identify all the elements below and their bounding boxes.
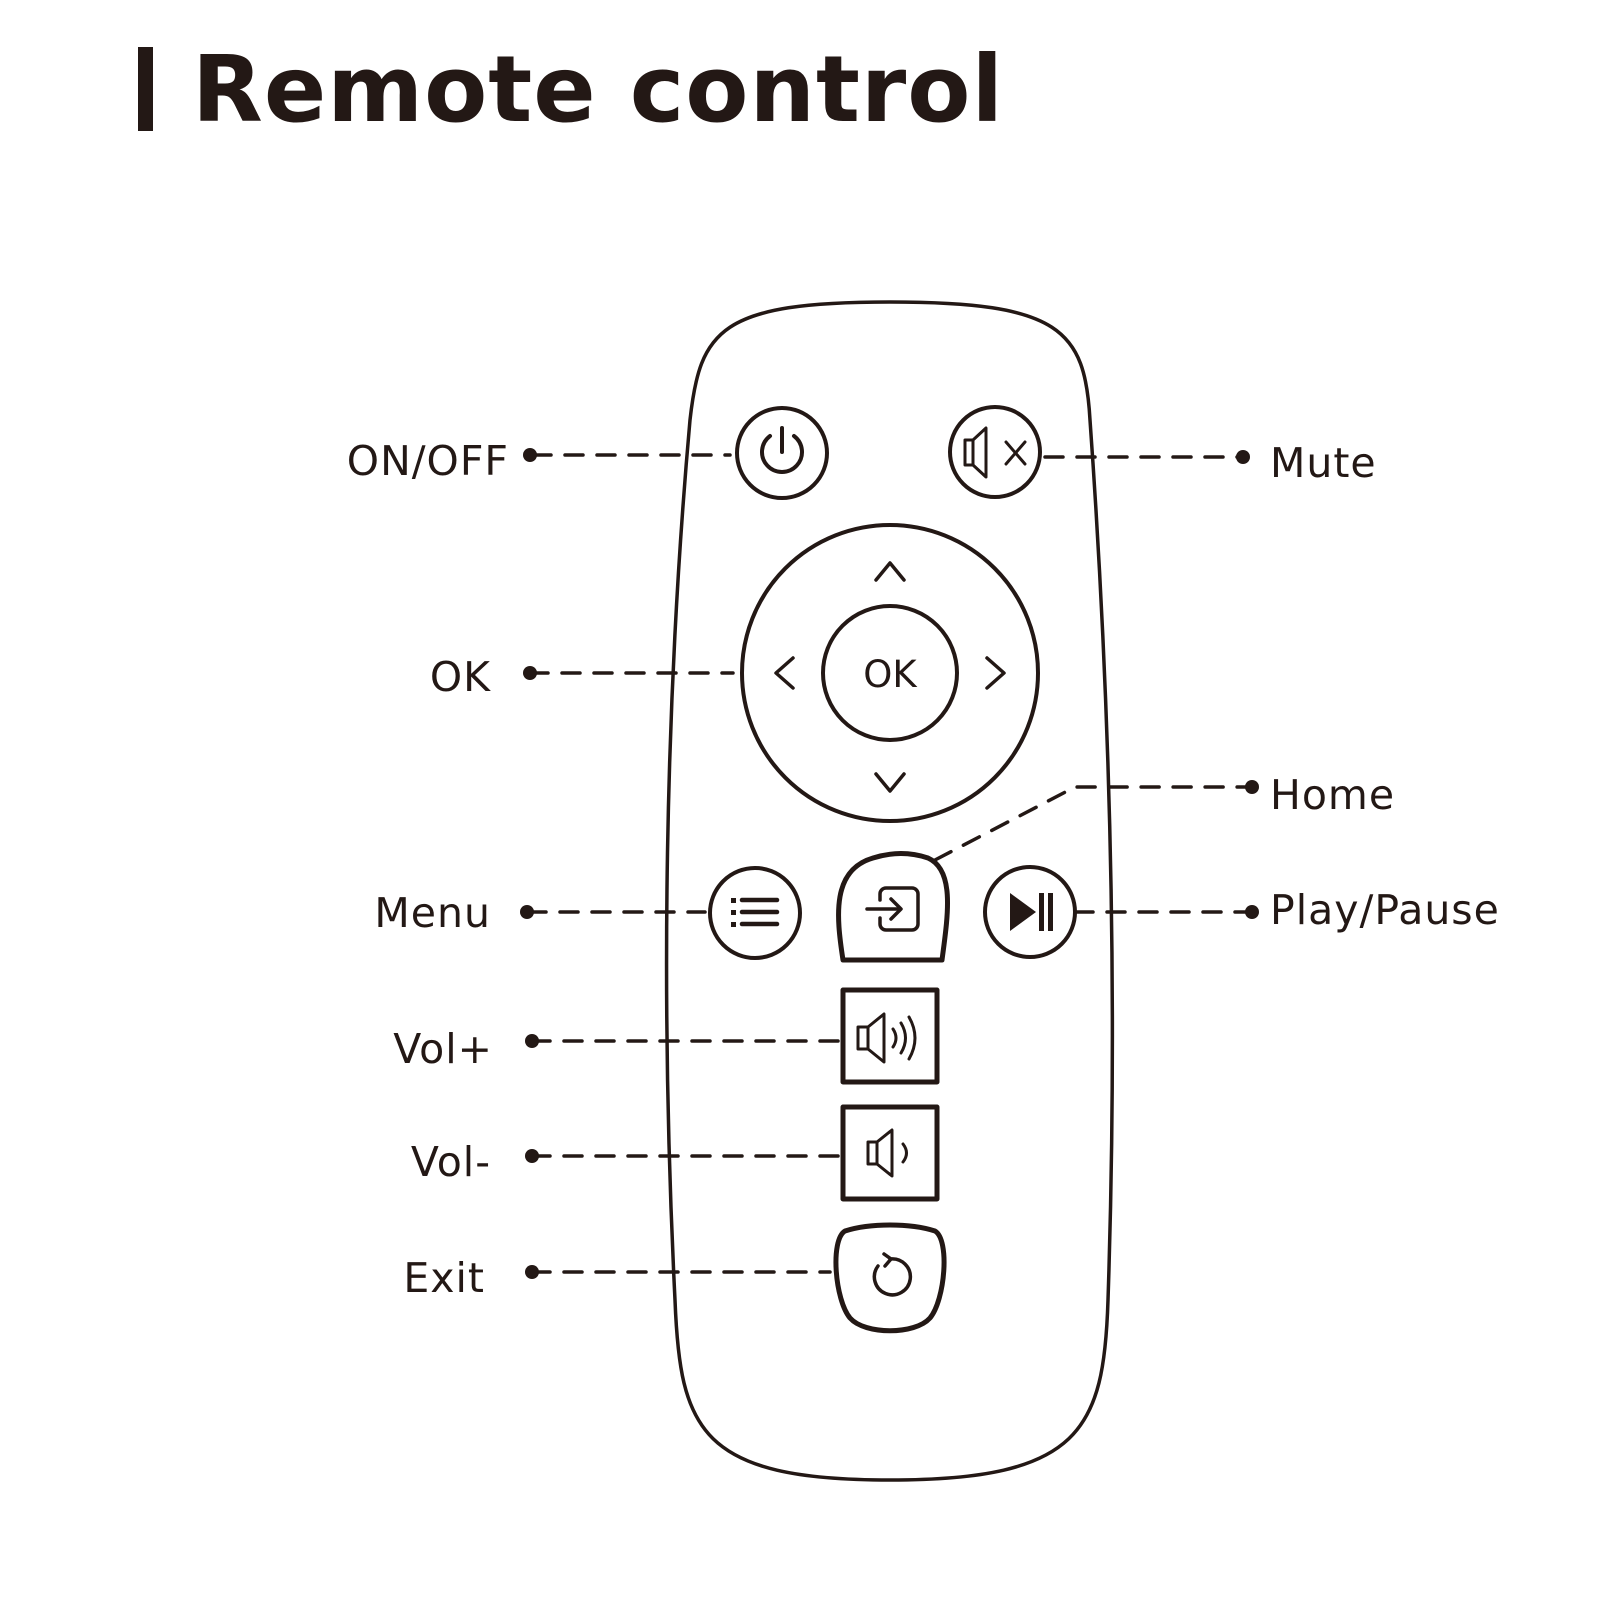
callout-dot-vol-down — [525, 1149, 539, 1163]
label-vol-down: Vol- — [410, 1138, 491, 1186]
input-source-icon — [865, 886, 920, 932]
label-mute: Mute — [1270, 439, 1377, 487]
list-icon — [731, 897, 780, 927]
callout-dot-menu — [520, 905, 534, 919]
power-button[interactable] — [735, 406, 829, 500]
play-pause-icon — [1010, 893, 1053, 931]
label-menu: Menu — [374, 889, 491, 937]
home-button[interactable] — [836, 851, 951, 963]
chevron-left-icon[interactable] — [774, 656, 795, 690]
mute-button[interactable] — [948, 405, 1042, 499]
volume-down-button[interactable] — [840, 1104, 940, 1202]
callout-dot-ok — [523, 666, 537, 680]
callout-dot-mute — [1236, 450, 1250, 464]
label-exit: Exit — [403, 1254, 485, 1302]
volume-down-icon — [866, 1128, 908, 1178]
callout-dot-play-pause — [1245, 905, 1259, 919]
label-home: Home — [1270, 771, 1396, 819]
callout-dot-exit — [525, 1265, 539, 1279]
menu-button[interactable] — [708, 866, 802, 960]
ok-button-label: OK — [863, 653, 918, 696]
title-accent-bar — [138, 47, 153, 131]
volume-up-button[interactable] — [840, 987, 940, 1085]
callout-lines — [526, 453, 1252, 1274]
play-pause-button[interactable] — [983, 865, 1077, 959]
callout-dots — [520, 448, 1259, 1279]
page-title: Remote control — [192, 36, 1005, 143]
callout-line-home — [933, 785, 1252, 862]
callout-dot-home — [1245, 780, 1259, 794]
chevron-right-icon[interactable] — [985, 656, 1006, 690]
label-play-pause: Play/Pause — [1270, 886, 1500, 934]
label-vol-up: Vol+ — [393, 1025, 493, 1073]
power-icon — [760, 426, 804, 474]
label-ok: OK — [429, 653, 491, 701]
mute-icon — [963, 426, 1027, 479]
ok-button[interactable]: OK — [821, 604, 959, 742]
callout-dot-vol-up — [525, 1034, 539, 1048]
chevron-up-icon[interactable] — [874, 561, 906, 582]
undo-icon — [872, 1252, 913, 1297]
exit-button[interactable] — [833, 1222, 947, 1334]
label-on-off: ON/OFF — [346, 437, 509, 485]
chevron-down-icon[interactable] — [874, 772, 906, 793]
callout-dot-on-off — [523, 448, 537, 462]
volume-up-icon — [856, 1012, 917, 1064]
remote-body — [664, 300, 1115, 1482]
